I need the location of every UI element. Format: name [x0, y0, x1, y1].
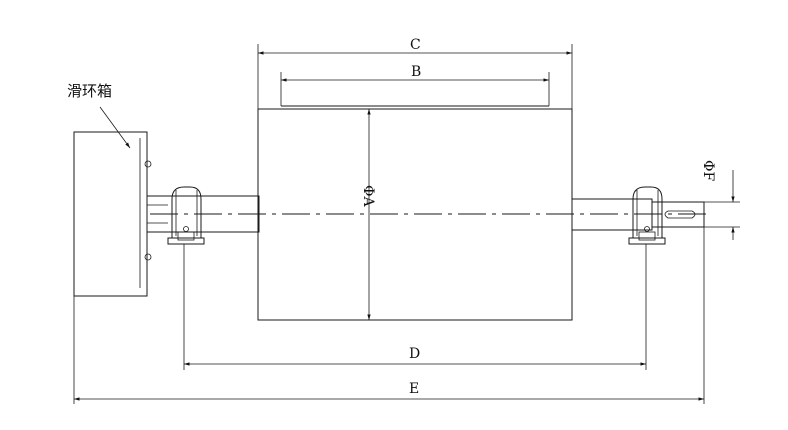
dimension-f: ΦF	[700, 160, 740, 240]
right-bearing-block	[628, 186, 666, 245]
slip-ring-box	[73, 131, 152, 297]
left-bearing-block	[167, 186, 205, 245]
dimension-c-label: C	[410, 37, 421, 53]
dimension-e-label: E	[409, 381, 419, 397]
dimension-a-label: ΦA	[360, 185, 376, 207]
dimension-b-label: B	[411, 64, 421, 80]
dimension-d: D	[183, 244, 647, 370]
dimension-c: C	[257, 37, 573, 109]
dimension-f-label: ΦF	[700, 160, 716, 181]
dimension-e: E	[73, 227, 705, 404]
dimension-b: B	[280, 64, 550, 107]
dimension-d-label: D	[409, 346, 420, 362]
slip-ring-box-label: 滑环箱	[67, 82, 112, 100]
shaft-keyway	[664, 210, 696, 219]
slip-ring-callout: 滑环箱	[67, 82, 131, 149]
dimension-a: ΦA	[360, 109, 376, 320]
